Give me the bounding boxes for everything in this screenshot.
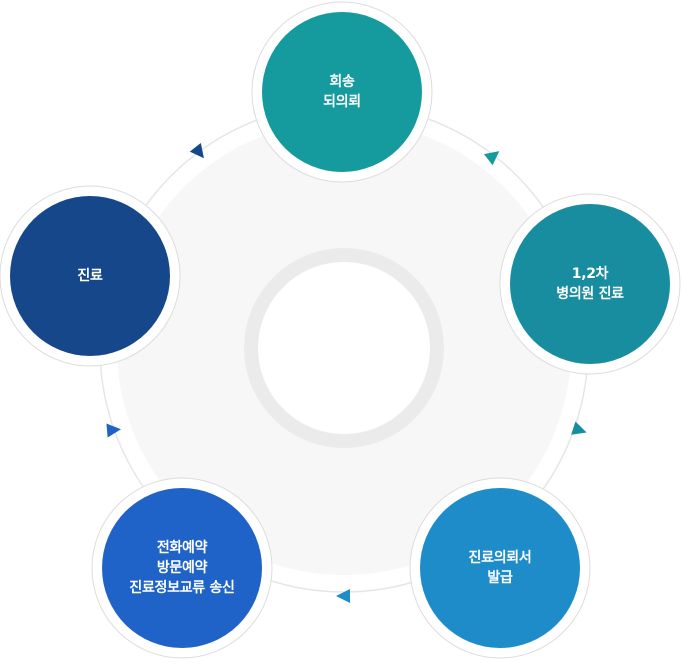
arrow-hoesong-to-clinic-icon <box>483 151 500 166</box>
node-clinic-visit <box>499 193 681 375</box>
arrow-clinic-to-referral-icon <box>571 421 587 435</box>
arrow-treatment-to-hoesong-icon <box>189 142 204 159</box>
node-reservation <box>91 477 273 659</box>
node-clinic-visit-circle <box>510 204 670 364</box>
nodes-layer <box>0 1 681 659</box>
node-treatment-circle <box>10 196 170 356</box>
node-treatment <box>0 185 181 367</box>
node-referral-issue <box>409 477 591 659</box>
arrow-referral-to-reservation-icon <box>336 589 350 603</box>
node-referral-issue-circle <box>420 488 580 648</box>
node-hoesong-circle <box>262 12 422 172</box>
node-reservation-circle <box>102 488 262 648</box>
center-ring <box>244 248 444 448</box>
arrow-reservation-to-treatment-icon <box>106 423 121 438</box>
arrows-layer <box>106 142 587 603</box>
node-hoesong <box>251 1 433 183</box>
